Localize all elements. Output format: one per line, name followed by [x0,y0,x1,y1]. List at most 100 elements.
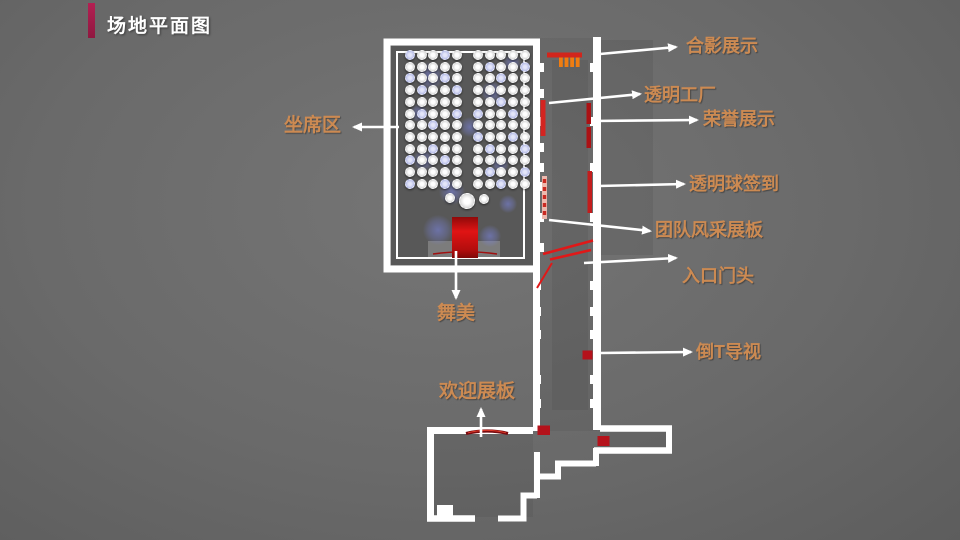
round-table [496,61,507,72]
honor-display-strip-1 [586,103,591,124]
round-table [451,143,462,154]
round-table [428,143,439,154]
round-table [496,143,507,154]
round-table [440,61,451,72]
round-table [496,85,507,96]
round-table [451,85,462,96]
round-table [416,143,427,154]
round-table [405,131,415,142]
arrow-team-board [548,218,652,235]
round-table [484,73,495,84]
round-table [440,96,451,107]
round-table [445,193,455,203]
label-entrance-head: 入口门头 [682,266,754,286]
round-table [508,61,519,72]
round-table [451,178,462,189]
arrow-transparent-factory [548,90,642,105]
ball-signin-strip [587,171,592,213]
round-table [484,85,495,96]
step-wall-2 [535,460,596,480]
round-table [416,61,427,72]
round-table [405,85,415,96]
round-table [484,96,495,107]
round-table [496,108,507,119]
round-table [451,131,462,142]
passage-floor [600,432,666,449]
round-table [416,120,427,131]
round-table [508,73,519,84]
round-table [405,167,415,177]
round-table [496,50,507,60]
arrow-photo-display [599,43,678,56]
photo-display-stripes [559,57,580,67]
round-table [405,61,415,72]
round-table [519,73,530,84]
red-marker-1 [537,425,550,435]
round-table [508,108,519,119]
label-ball-signin: 透明球签到 [689,174,779,194]
round-table [508,96,519,107]
round-table [451,61,462,72]
arrow-inverted-t-sign [599,347,693,357]
red-marker-2 [597,436,610,446]
hall-outer-wall [383,38,540,273]
round-table [484,155,495,166]
team-board-strip [542,176,547,219]
round-table [405,73,415,84]
round-table [416,108,427,119]
label-inverted-t-sign: 倒T导视 [696,342,761,362]
door-jambs [437,63,598,518]
arrow-ball-signin [597,179,686,189]
round-table [519,167,530,177]
title-accent-bar [88,3,95,38]
round-table [519,85,530,96]
round-table [508,143,519,154]
round-table [496,167,507,177]
walls [383,37,672,522]
round-table [496,178,507,189]
round-table [428,167,439,177]
round-table [473,120,483,131]
round-table [473,143,483,154]
round-table [484,167,495,177]
round-table [416,155,427,166]
round-table [519,108,530,119]
round-table [508,155,519,166]
round-table [416,96,427,107]
round-table [473,73,483,84]
round-table [519,178,530,189]
round-table [440,120,451,131]
honor-display-strip-2 [586,127,591,148]
round-table [473,108,483,119]
page-title: 场地平面图 [107,16,213,37]
round-table [496,120,507,131]
round-table [451,73,462,84]
round-table [519,131,530,142]
round-table [440,131,451,142]
round-table [451,155,462,166]
round-table [459,193,475,209]
side-rooms-shade [601,40,653,255]
round-table [405,178,415,189]
arrow-entrance-head [583,253,678,265]
lobby-step-wall [498,492,537,522]
label-stage-design: 舞美 [437,303,476,324]
round-table [519,96,530,107]
round-table [416,73,427,84]
round-table [440,178,451,189]
round-table [416,178,427,189]
round-table [405,96,415,107]
round-table [473,96,483,107]
round-table [428,73,439,84]
label-transparent-factory: 透明工厂 [644,85,716,105]
round-table [405,50,415,60]
round-table [428,96,439,107]
round-table [440,155,451,166]
round-table [451,50,462,60]
round-table [508,120,519,131]
round-table [428,155,439,166]
round-table [428,108,439,119]
round-table [508,85,519,96]
